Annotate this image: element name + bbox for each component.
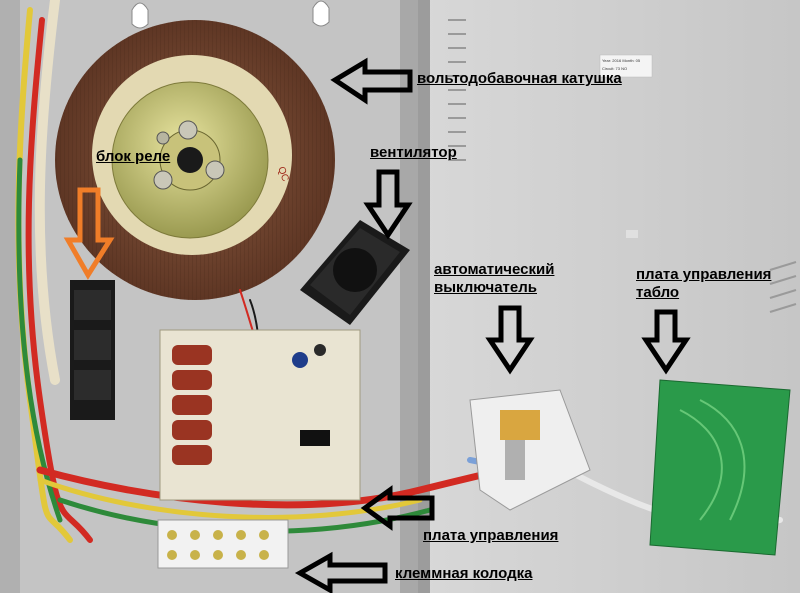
production-sticker: Year: 2016 Month: 05 Circuit: 73 NO (599, 54, 653, 238)
svg-text:Year: 2016 Month: 05: Year: 2016 Month: 05 (602, 58, 641, 63)
terminal-block (157, 519, 289, 569)
relay-block (70, 280, 115, 420)
cooling-fan (300, 220, 410, 325)
arrow-terminal (294, 551, 388, 593)
svg-text:Circuit: 73 NO: Circuit: 73 NO (602, 66, 627, 71)
vent-slots (448, 19, 797, 313)
circuit-breaker (469, 389, 591, 511)
label-display-board: плата управления табло (636, 266, 772, 301)
annotation-arrows (63, 57, 691, 593)
arrow-relay (63, 187, 115, 280)
svg-text:QC: QC (275, 165, 290, 183)
arrow-display (641, 309, 691, 375)
display-board (649, 379, 791, 556)
control-board (159, 329, 361, 501)
label-circuit-breaker: автоматический выключатель (434, 261, 555, 296)
arrow-control (360, 485, 435, 531)
label-relay-block: блок реле (96, 148, 171, 165)
toroidal-coil: QC (55, 20, 335, 300)
arrow-breaker (485, 305, 535, 375)
label-control-board: плата управления (423, 527, 559, 544)
label-boost-coil: вольтодобавочная катушка (417, 70, 622, 87)
arrow-coil (330, 57, 413, 105)
arrow-fan (363, 169, 413, 240)
label-fan: вентилятор (370, 144, 457, 161)
label-terminal-block: клеммная колодка (395, 565, 533, 582)
